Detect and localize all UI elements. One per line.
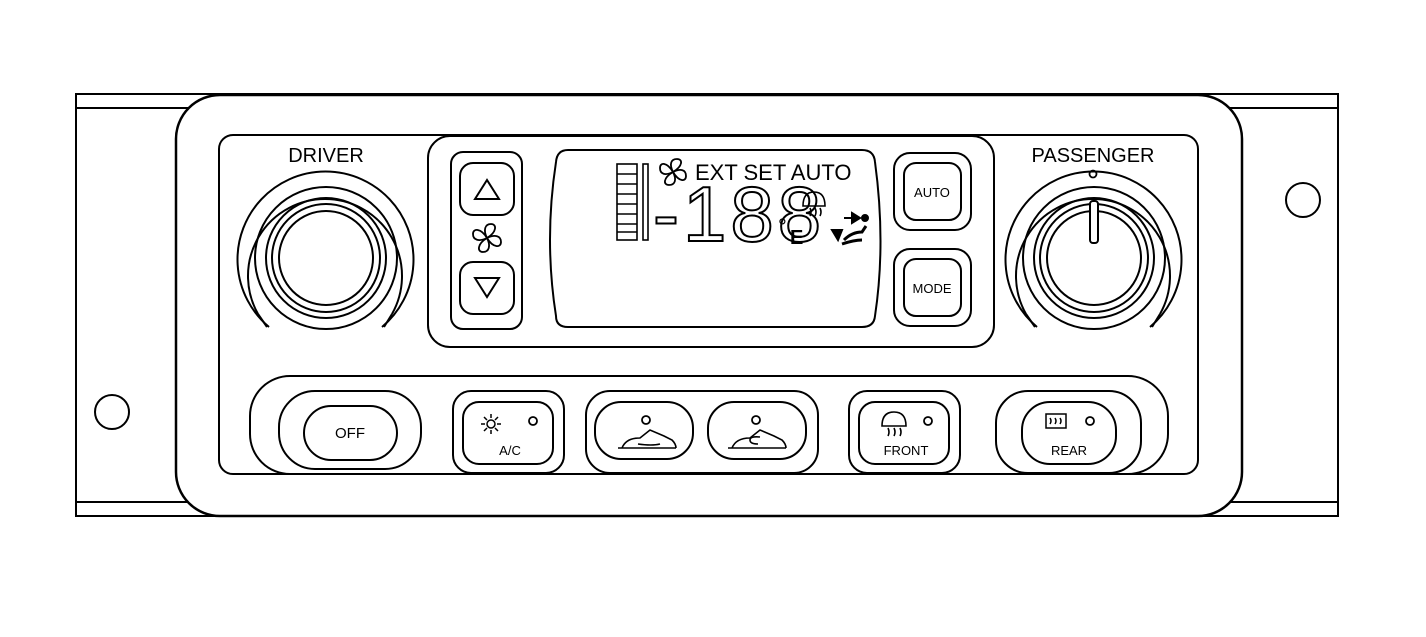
off-button-label: OFF: [335, 425, 365, 442]
ac-button[interactable]: A/C: [452, 390, 565, 474]
passenger-knob-pointer: [1089, 200, 1099, 244]
fan-up-button[interactable]: [459, 162, 515, 216]
triangle-down-icon: [473, 277, 501, 299]
ac-indicator-dot: [528, 416, 538, 426]
fan-speed-bargraph: [616, 163, 649, 241]
temperature-unit: E: [790, 227, 803, 249]
front-defrost-button[interactable]: FRONT: [848, 390, 961, 474]
fan-icon: [472, 223, 502, 253]
fresh-air-icon: [728, 429, 787, 449]
front-defrost-indicator-dot: [923, 416, 933, 426]
driver-temperature-knob[interactable]: [236, 170, 415, 330]
display-fan-icon: [659, 158, 687, 186]
degree-symbol: °: [778, 214, 787, 239]
defrost-icon: [881, 411, 907, 437]
fresh-air-indicator-dot: [751, 415, 761, 425]
mode-button[interactable]: MODE: [893, 248, 972, 327]
ac-button-label: A/C: [499, 443, 521, 458]
recirculation-button[interactable]: [594, 401, 694, 460]
recirculation-icon: [618, 429, 677, 449]
front-defrost-label: FRONT: [884, 443, 929, 458]
auto-button-label: AUTO: [914, 185, 950, 200]
temperature-readout: -188: [653, 170, 825, 258]
passenger-knob-indicator-dot: [1088, 169, 1098, 179]
air-source-housing: [585, 390, 819, 474]
rear-defrost-button[interactable]: REAR: [995, 390, 1142, 474]
fan-down-button[interactable]: [459, 261, 515, 315]
passenger-label: PASSENGER: [1032, 145, 1155, 167]
display-defrost-icon: [802, 191, 826, 217]
passenger-temperature-knob[interactable]: [1004, 170, 1183, 330]
lcd-screen: [549, 149, 882, 328]
triangle-up-icon: [473, 178, 501, 200]
rear-defrost-indicator-dot: [1085, 416, 1095, 426]
auto-button[interactable]: AUTO: [893, 152, 972, 231]
display-housing: [427, 135, 995, 348]
airflow-icon: [830, 211, 869, 246]
rear-defrost-label: REAR: [1051, 443, 1087, 458]
recirculation-indicator-dot: [641, 415, 651, 425]
driver-label: DRIVER: [288, 145, 364, 167]
fresh-air-button[interactable]: [707, 401, 807, 460]
display-indicators: EXT SET AUTO: [695, 160, 852, 185]
sun-icon: [481, 414, 501, 434]
fan-rocker-housing: [450, 151, 523, 330]
off-button[interactable]: OFF: [278, 390, 422, 470]
rear-defrost-icon: [1045, 413, 1067, 429]
mode-button-label: MODE: [913, 281, 952, 296]
bezel-outer: [174, 93, 1244, 518]
